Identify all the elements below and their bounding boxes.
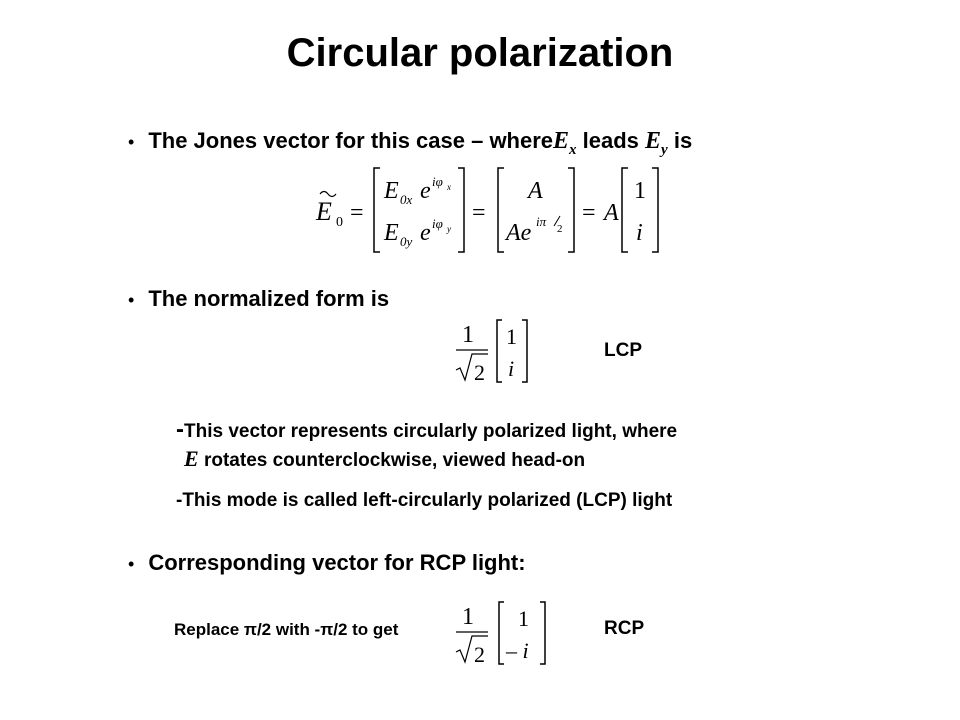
rcp-label: RCP [604, 618, 645, 639]
m2-top-A: A [526, 178, 543, 204]
frac-num: 1 [462, 322, 474, 348]
bracket-left [496, 319, 502, 383]
ey-symbol: Ey [645, 128, 668, 158]
note-counterclockwise-line2: E rotates counterclockwise, viewed head-… [184, 446, 586, 471]
m1-top-e: e [420, 178, 431, 204]
bracket-left-3 [621, 167, 628, 253]
bullet-dot: • [128, 554, 135, 574]
note-lcp-mode: -This mode is called left-circularly pol… [176, 490, 673, 511]
sqrt-sign [455, 635, 488, 664]
lhs-sub: 0 [336, 215, 343, 230]
bullet-text-prefix: The Jones vector for this case – where [148, 128, 554, 153]
equals-3: = [582, 200, 596, 226]
bracket-right-1 [458, 167, 465, 253]
m1-bot-exp: iφ [432, 216, 443, 231]
bullet-rcp: • Corresponding vector for RCP light: [128, 550, 526, 576]
normalized-rcp-equation: 1 2 1 – i [455, 601, 546, 667]
m1-top-exp: iφ [432, 174, 443, 189]
vec-bot: i [508, 356, 514, 381]
jones-vector-equation: E 0 = E 0x e iφ x E 0y e iφ y = A Ae iπ … [315, 167, 659, 253]
m1-top-sub: 0x [400, 192, 413, 207]
bracket-right [522, 319, 528, 383]
equals-1: = [350, 200, 364, 226]
equals-2: = [472, 200, 486, 226]
bullet-dot: • [128, 132, 135, 152]
vec-bot: – i [505, 638, 529, 663]
m3-top: 1 [634, 178, 646, 204]
m1-top-E: E [383, 178, 399, 204]
m2-bot-exp-den: 2 [557, 223, 563, 235]
lcp-label: LCP [604, 340, 642, 361]
note-counterclockwise-line1: -This vector represents circularly polar… [176, 416, 678, 443]
lhs-E: E [315, 197, 332, 226]
bullet-jones-vector: • The Jones vector for this case – where… [128, 128, 692, 159]
slide-title: Circular polarization [286, 31, 674, 75]
replace-instruction: Replace π/2 with -π/2 to get [174, 620, 399, 639]
bullet-normalized: • The normalized form is [128, 286, 389, 312]
tilde-mark [319, 190, 337, 198]
m1-bot-e: e [420, 220, 431, 246]
ex-symbol: Ex [553, 128, 577, 158]
frac-den: 2 [474, 360, 485, 385]
frac-den: 2 [474, 642, 485, 667]
m3-bot: i [636, 220, 643, 246]
bracket-right-3 [652, 167, 659, 253]
sqrt-sign [455, 353, 488, 382]
frac-num: 1 [462, 604, 474, 630]
bullet-text: Corresponding vector for RCP light: [148, 550, 526, 575]
bullet-dot: • [128, 290, 135, 310]
bracket-right [540, 601, 546, 665]
bullet-text-suffix: is [667, 128, 693, 153]
m2-bot-Ae: Ae [504, 220, 532, 246]
bracket-left-2 [497, 167, 504, 253]
m2-exp-slash [553, 215, 561, 227]
m1-bot-exp-sub: y [446, 224, 451, 234]
bracket-left-1 [373, 167, 380, 253]
m1-bot-E: E [383, 220, 399, 246]
bracket-right-2 [568, 167, 575, 253]
bracket-left [498, 601, 504, 665]
m2-bot-exp: iπ [536, 214, 547, 229]
m1-top-exp-sub: x [446, 182, 451, 192]
bullet-text: The normalized form is [148, 286, 390, 311]
vec-top: 1 [518, 606, 529, 631]
vec-top: 1 [506, 324, 517, 349]
bullet-text-middle: leads [576, 128, 646, 153]
rhs-A: A [602, 200, 619, 226]
normalized-lcp-equation: 1 2 1 i [455, 319, 528, 385]
m1-bot-sub: 0y [400, 234, 413, 249]
